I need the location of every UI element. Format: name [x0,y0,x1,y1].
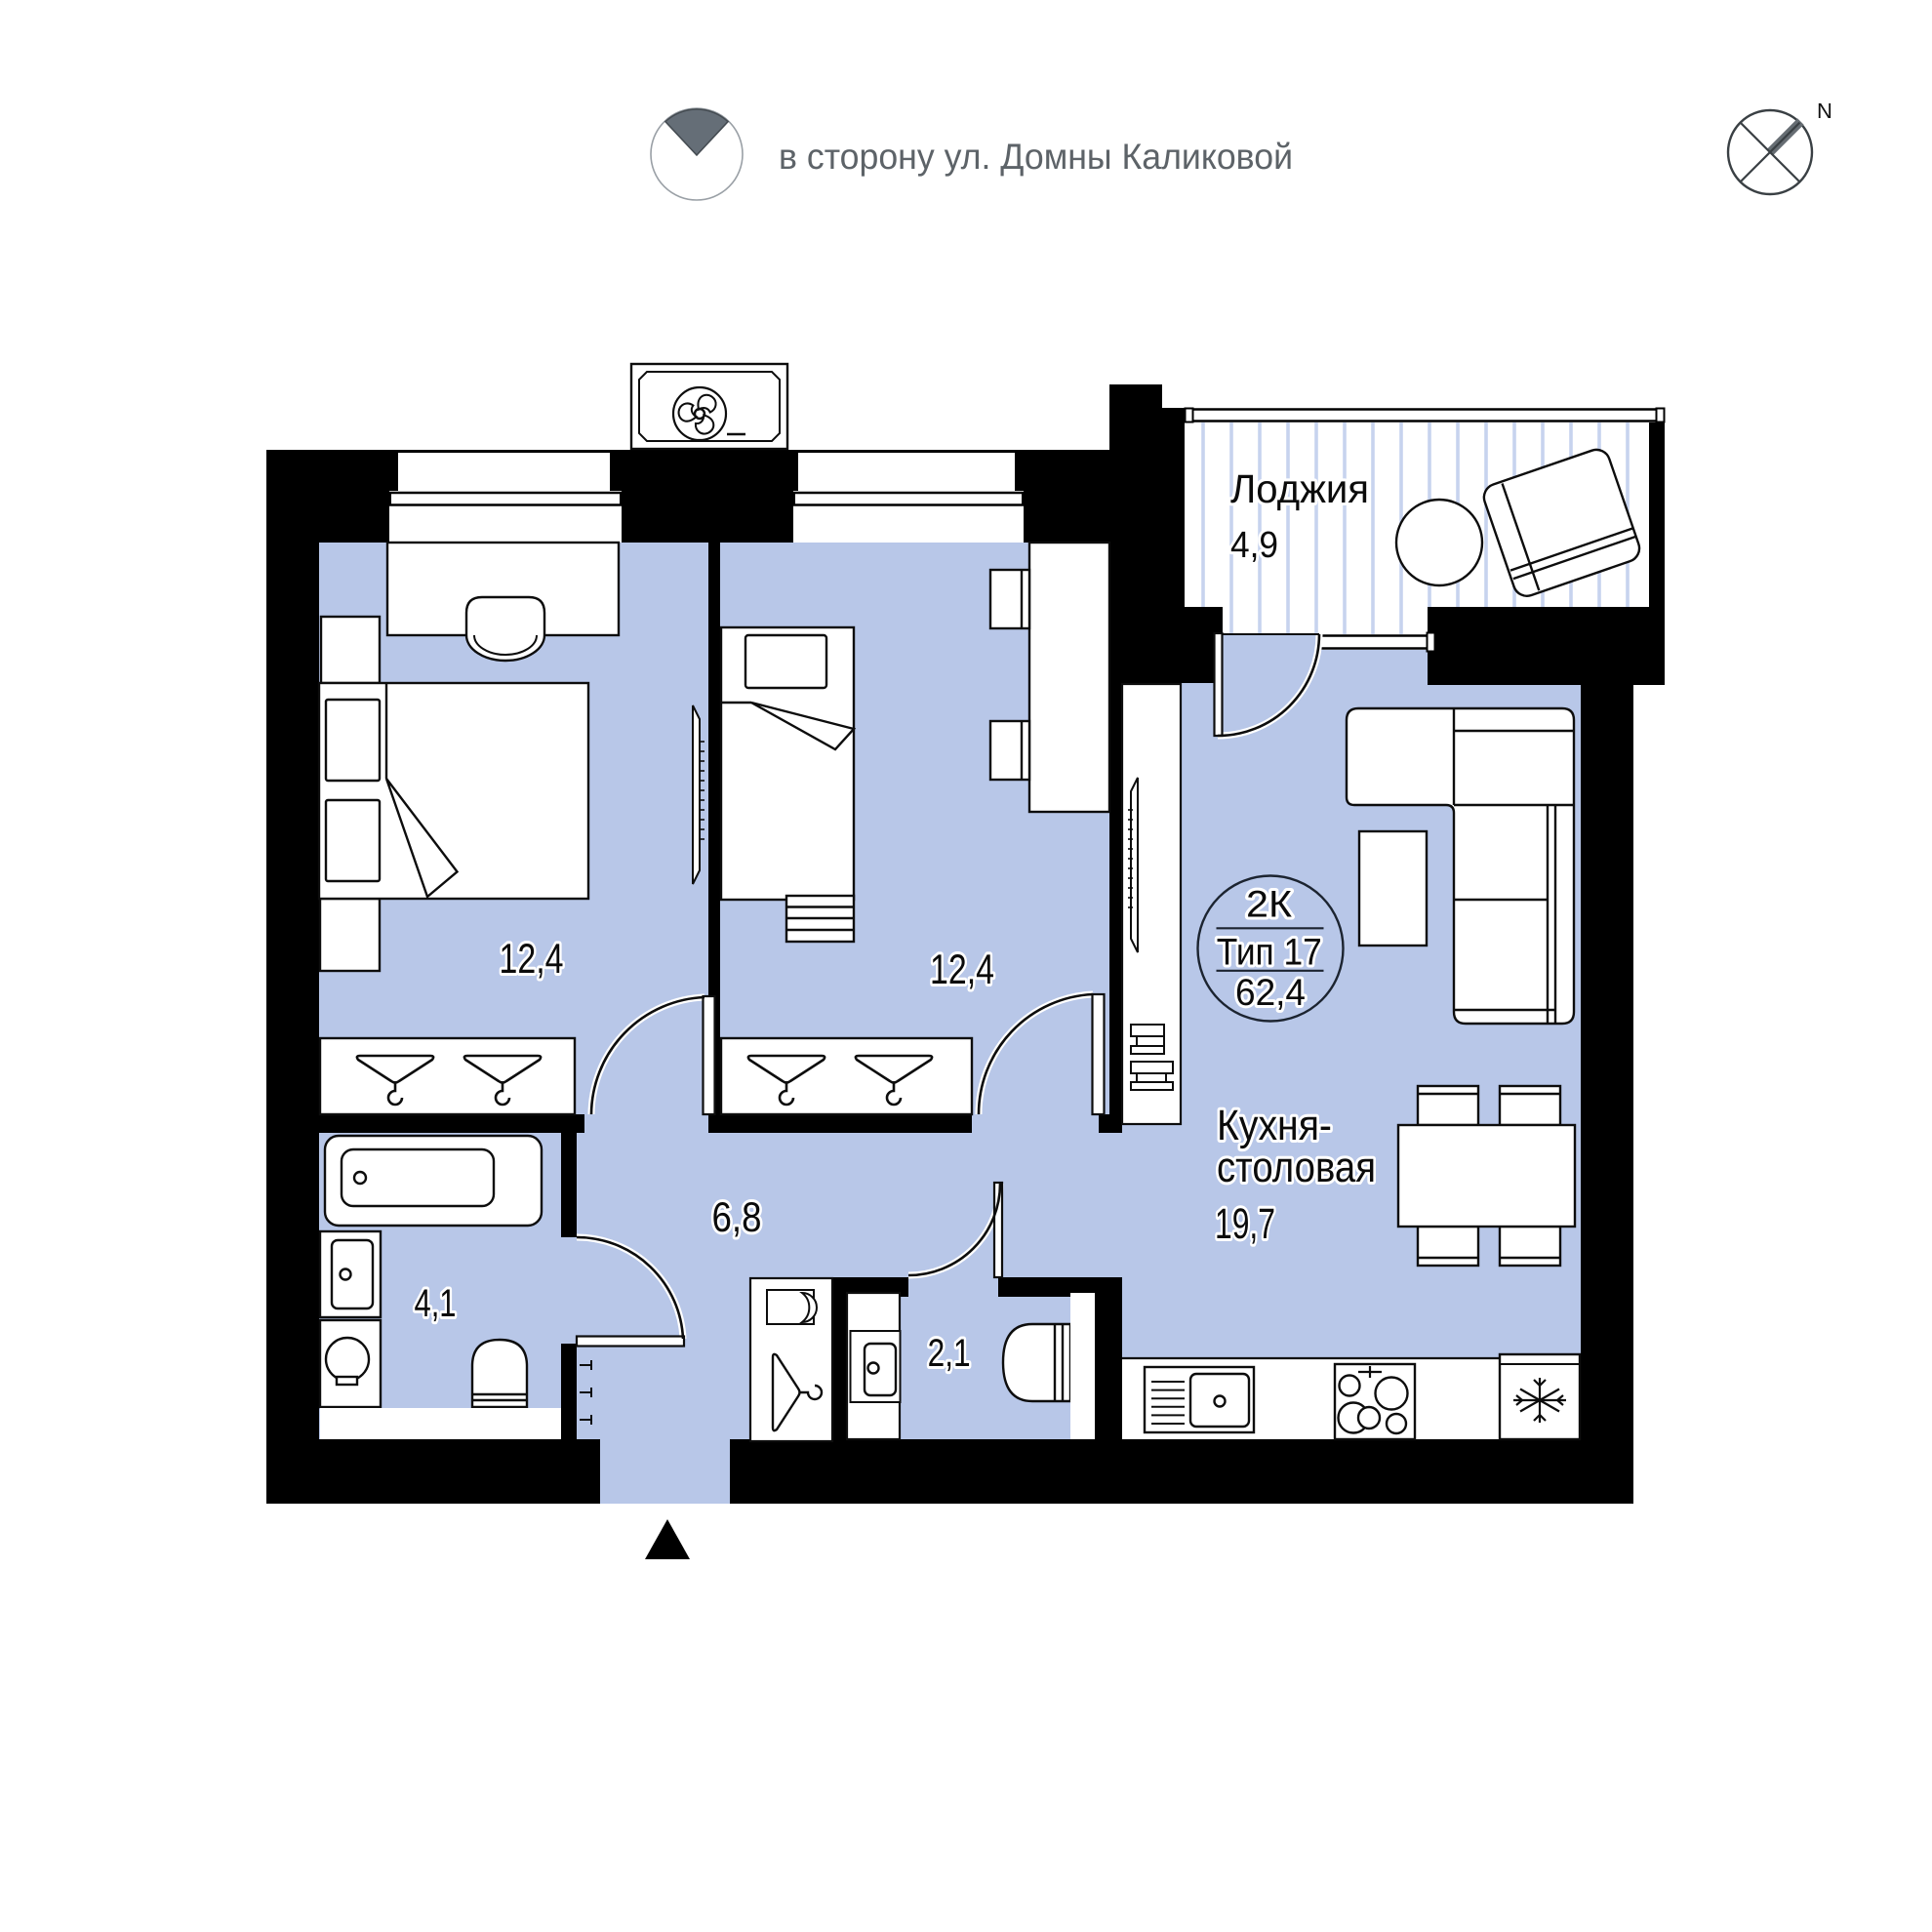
svg-text:12,4: 12,4 [930,946,994,993]
svg-text:19,7: 19,7 [1215,1200,1275,1248]
svg-text:12,4: 12,4 [500,936,564,983]
svg-text:Лоджия: Лоджия [1230,466,1369,511]
svg-text:4,9: 4,9 [1230,525,1278,566]
svg-text:столовая: столовая [1217,1144,1376,1191]
svg-text:Тип 17: Тип 17 [1217,932,1322,974]
svg-text:в сторону ул. Домны Каликовой: в сторону ул. Домны Каликовой [779,137,1293,177]
svg-text:62,4: 62,4 [1235,972,1306,1014]
svg-text:Кухня-: Кухня- [1217,1102,1332,1149]
svg-text:N: N [1817,99,1832,123]
svg-text:4,1: 4,1 [415,1282,457,1325]
svg-text:2К: 2К [1246,884,1293,926]
svg-text:2,1: 2,1 [928,1332,971,1375]
svg-text:6,8: 6,8 [712,1194,762,1241]
